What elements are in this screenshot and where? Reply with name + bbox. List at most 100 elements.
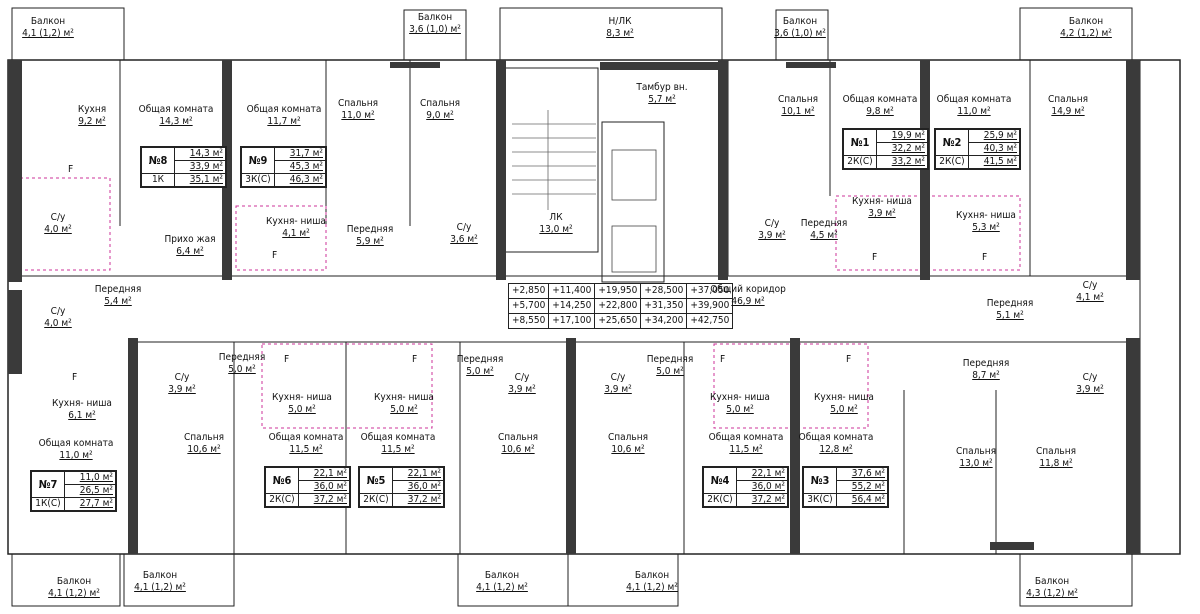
- apartment-number: №3: [803, 467, 837, 494]
- apartment-type: 2К(С): [703, 493, 737, 507]
- apartment-number: №9: [241, 147, 275, 174]
- fridge-mark: F: [72, 372, 78, 383]
- fridge-mark: F: [846, 354, 852, 365]
- elev-mark: +19,950: [594, 283, 642, 299]
- elev-mark: +2,850: [507, 283, 550, 299]
- apartment-number: №7: [31, 471, 65, 498]
- apartment-type: 3К(С): [803, 493, 837, 507]
- apartment-number: №4: [703, 467, 737, 494]
- apartment-type: 1К: [141, 173, 175, 187]
- fridge-mark: F: [284, 354, 290, 365]
- elev-mark: +39,900: [686, 298, 734, 314]
- apartment-type: 1К(С): [31, 497, 65, 511]
- elev-mark: +8,550: [507, 313, 550, 329]
- elev-mark: +5,700: [507, 298, 550, 314]
- elev-mark: +22,800: [594, 298, 642, 314]
- elev-mark: +25,650: [594, 313, 642, 329]
- apartment-type: 2К(С): [935, 155, 969, 169]
- elevation-marks-table: +2,850 +11,400 +19,950 +28,500 +37,050 +…: [507, 283, 734, 329]
- fridge-mark: F: [872, 252, 878, 263]
- apartment-type: 3К(С): [241, 173, 275, 187]
- fridge-mark: F: [982, 252, 988, 263]
- fridge-mark: F: [720, 354, 726, 365]
- apartment-number: №2: [935, 129, 969, 156]
- fridge-mark: F: [272, 250, 278, 261]
- elev-mark: +14,250: [548, 298, 596, 314]
- fridge-mark: F: [412, 354, 418, 365]
- elev-mark: +17,100: [548, 313, 596, 329]
- elev-mark: +31,350: [640, 298, 688, 314]
- elev-mark: +28,500: [640, 283, 688, 299]
- elev-mark: +42,750: [686, 313, 734, 329]
- apartment-number: №1: [843, 129, 877, 156]
- apartment-type: 2К(С): [843, 155, 877, 169]
- apartment-number: №5: [359, 467, 393, 494]
- apartment-number: №6: [265, 467, 299, 494]
- apartment-type: 2К(С): [265, 493, 299, 507]
- apartment-type: 2К(С): [359, 493, 393, 507]
- elev-mark: +11,400: [548, 283, 596, 299]
- elev-mark: +34,200: [640, 313, 688, 329]
